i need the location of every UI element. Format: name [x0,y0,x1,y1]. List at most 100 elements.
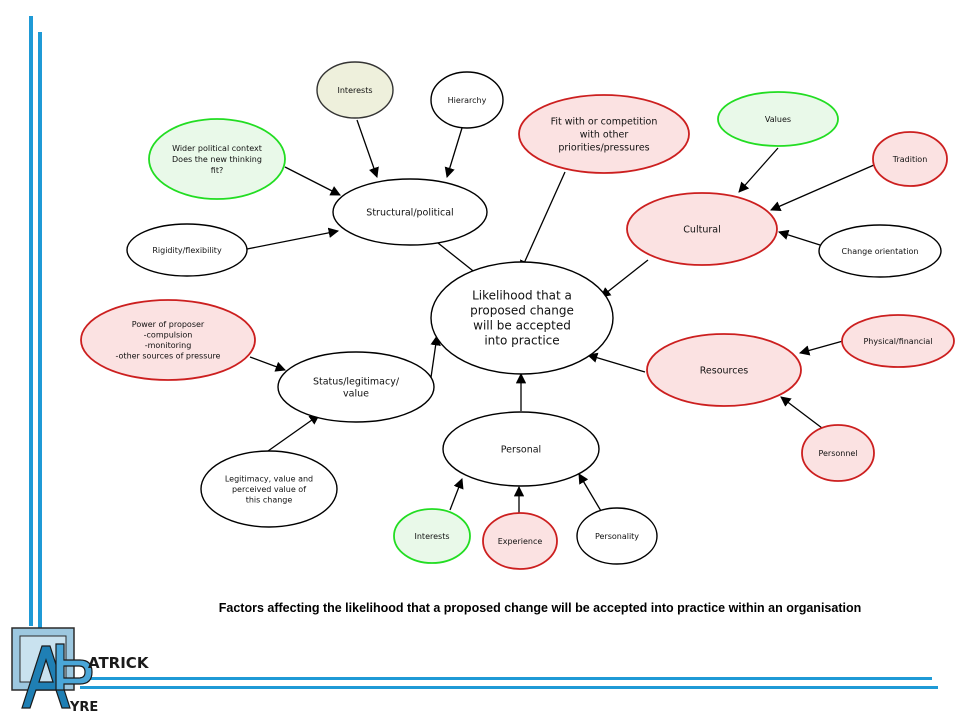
node-label-line: Status/legitimacy/ [313,376,400,387]
node-experience: Experience [482,512,558,570]
node-ellipse [518,94,690,174]
node-label-line: Values [765,115,791,124]
node-ellipse [841,314,955,368]
node-label-line: Physical/financial [863,337,932,346]
node-label-line: Tradition [892,155,928,164]
node-label-line: Does the new thinking [172,155,262,164]
node-rigidity: Rigidity/flexibility [126,223,248,277]
node-hierarchy: Hierarchy [430,71,504,129]
bottom-horizontal-rule-2 [80,686,938,689]
node-ellipse [872,131,948,187]
node-structural: Structural/political [332,178,488,246]
node-ellipse [277,351,435,423]
node-ellipse [646,333,802,407]
node-ellipse [393,508,471,564]
node-ellipse [200,450,338,528]
node-fit-competition: Fit with or competition with other priorit… [518,94,690,174]
node-ellipse [482,512,558,570]
node-ellipse [316,61,394,119]
node-label-line: -other sources of pressure [116,352,221,361]
left-vertical-rule-1 [29,16,33,626]
node-label-line: Personal [501,444,541,455]
node-interests-bottom: Interests [393,508,471,564]
connector-arrow [578,473,602,512]
node-label-line: Fit with or competition [551,116,658,127]
connector-arrows [246,119,875,515]
node-personnel: Personnel [801,424,875,482]
node-ellipse [626,192,778,266]
node-legitimacy: Legitimacy, value and perceived value oft… [200,450,338,528]
node-ellipse [430,71,504,129]
connector-arrow [356,119,379,178]
logo-top-word: ATRICK [88,654,150,672]
node-ellipse [126,223,248,277]
connector-arrow [600,259,649,298]
bottom-horizontal-rule-1 [80,677,932,680]
node-label-line: Interests [415,532,450,541]
logo-letter-p [55,643,93,691]
connector-arrow [520,171,566,271]
connector-arrow [267,414,320,452]
node-ellipse [818,224,942,278]
node-label-line: Resources [700,365,749,376]
node-label-line: with other [580,129,629,140]
node-label-line: -compulsion [144,331,193,340]
connector-arrow [798,340,844,356]
connector-arrow [449,478,464,511]
node-ellipse [80,299,256,381]
node-label-line: Hierarchy [448,96,487,105]
node-label-line: will be accepted [473,319,571,333]
node-label-line: Rigidity/flexibility [152,246,222,255]
left-vertical-rule-2 [38,32,42,632]
node-label-line: into practice [484,334,559,348]
node-ellipse [576,507,658,565]
node-label-line: Cultural [683,224,720,235]
logo-bottom-word: YRE [69,700,98,715]
node-label-line: -monitoring [145,341,192,350]
connector-arrow [780,396,823,429]
connector-arrow [770,164,875,212]
connector-arrow [587,352,646,373]
node-personal: Personal [442,411,600,487]
node-label-line: perceived value of [232,485,306,494]
node-label-line: Wider political context [172,144,262,153]
node-label-line: value [343,388,369,399]
node-label-line: Interests [338,86,373,95]
node-status: Status/legitimacy/value [277,351,435,423]
node-label-line: Personnel [818,449,857,458]
node-resources: Resources [646,333,802,407]
node-ellipse [717,91,839,147]
node-label-line: Change orientation [842,247,919,256]
node-personality: Personality [576,507,658,565]
diagram-caption: Factors affecting the likelihood that a … [218,601,862,615]
connector-arrow [246,227,340,250]
node-label-line: Structural/political [366,207,453,218]
node-label-line: Personality [595,532,639,541]
patrick-ayre-logo: ATRICK YRE [11,627,150,715]
node-label-line: priorities/pressures [558,142,649,153]
node-physical: Physical/financial [841,314,955,368]
node-label-line: proposed change [470,304,574,318]
node-interests-top: Interests [316,61,394,119]
node-change-orientation: Change orientation [818,224,942,278]
node-power: Power of proposer-compulsion-monitoring-… [80,299,256,381]
node-values: Values [717,91,839,147]
node-label-line: Legitimacy, value and [225,474,313,483]
node-ellipse [332,178,488,246]
connector-arrow [249,356,286,372]
node-label-line: Experience [498,537,543,546]
node-label-line: Likelihood that a [472,289,572,303]
node-ellipse [801,424,875,482]
node-tradition: Tradition [872,131,948,187]
node-cultural: Cultural [626,192,778,266]
connector-arrow [778,229,821,246]
node-label-line: fit? [211,166,223,175]
node-ellipse [430,261,614,375]
node-label-line: this change [246,495,293,504]
connector-arrow [738,147,779,193]
